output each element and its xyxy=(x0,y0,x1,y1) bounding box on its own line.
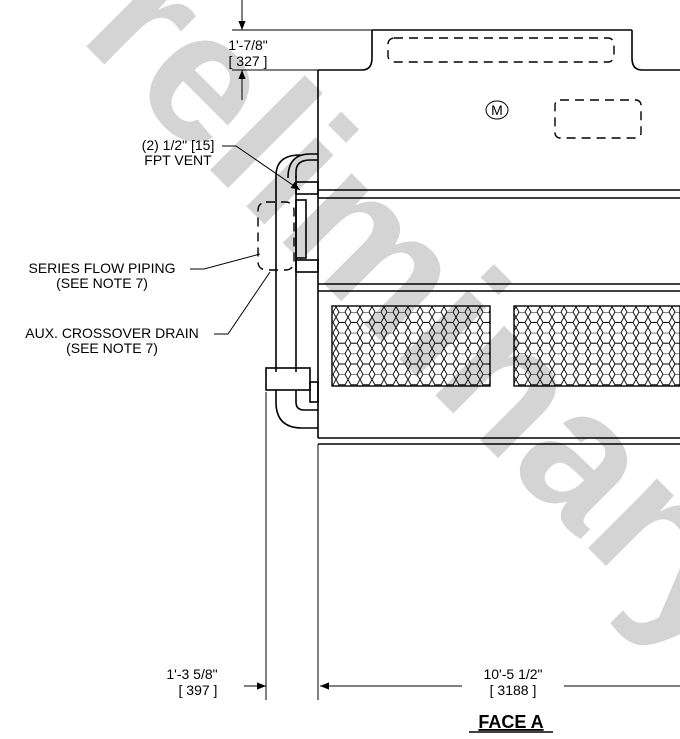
access-door xyxy=(554,99,642,139)
air-inlet-louver-left xyxy=(331,305,491,387)
left-offset-imperial: 1'-3 5/8" xyxy=(166,666,217,682)
callout-crossover-drain: AUX. CROSSOVER DRAIN (SEE NOTE 7) xyxy=(25,271,271,356)
callout-series-flow: SERIES FLOW PIPING (SEE NOTE 7) xyxy=(28,253,261,291)
dimension-left-offset: 1'-3 5/8" [ 397 ] xyxy=(166,666,266,698)
view-title: FACE A xyxy=(478,712,543,732)
top-offset-metric: [ 327 ] xyxy=(229,53,268,69)
series-label-line2: (SEE NOTE 7) xyxy=(56,275,148,291)
left-offset-metric: [ 397 ] xyxy=(179,682,218,698)
unit-casing xyxy=(317,70,680,445)
dimension-top-offset: 1'-7/8" [ 327 ] xyxy=(228,0,372,100)
dimension-unit-width: 10'-5 1/2" [ 3188 ] xyxy=(320,666,680,698)
width-metric: [ 3188 ] xyxy=(490,682,537,698)
callout-vent: (2) 1/2" [15] FPT VENT xyxy=(142,137,301,191)
logo-text: M xyxy=(491,102,503,118)
dimension-extension-lines xyxy=(265,392,319,700)
drain-label-line2: (SEE NOTE 7) xyxy=(66,340,158,356)
top-offset-imperial: 1'-7/8" xyxy=(228,37,268,53)
fan-discharge-housing xyxy=(318,29,680,71)
series-label-line1: SERIES FLOW PIPING xyxy=(28,260,175,276)
width-imperial: 10'-5 1/2" xyxy=(483,666,542,682)
vent-label-line1: (2) 1/2" [15] xyxy=(142,137,215,153)
logo-mark: M xyxy=(485,100,509,120)
vent-label-line2: FPT VENT xyxy=(144,152,212,168)
air-inlet-louver-right xyxy=(513,305,680,387)
drain-label-line1: AUX. CROSSOVER DRAIN xyxy=(25,325,198,341)
